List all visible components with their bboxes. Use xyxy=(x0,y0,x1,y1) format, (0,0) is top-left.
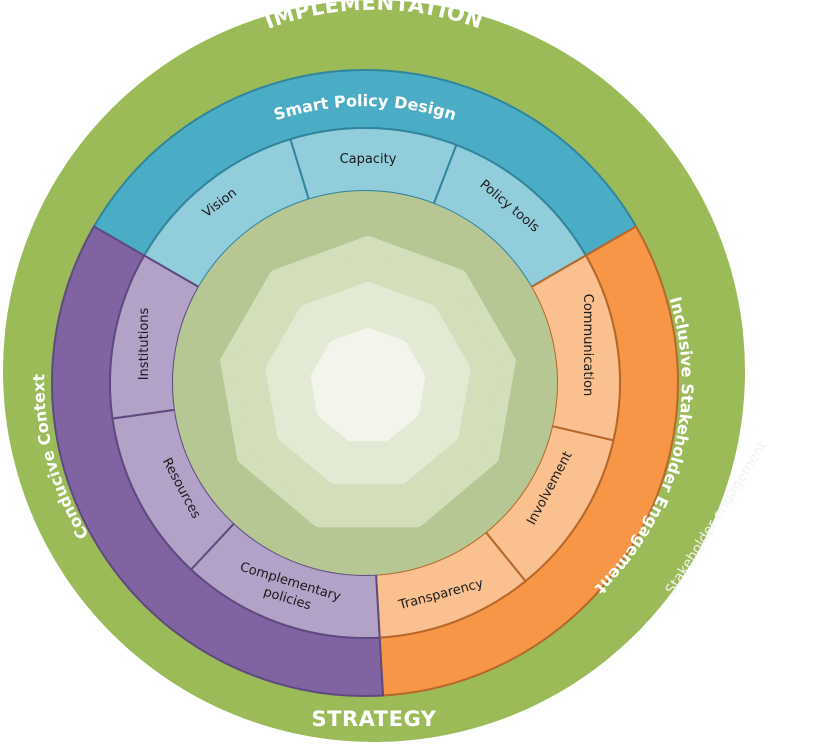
component-label-communication: Communication xyxy=(580,294,595,396)
outer-label-strategy: STRATEGY xyxy=(312,707,437,731)
component-label-capacity: Capacity xyxy=(340,152,397,167)
core-layer-3 xyxy=(310,328,426,441)
component-label-institutions: Institutions xyxy=(137,307,152,380)
core-layers xyxy=(220,236,516,528)
